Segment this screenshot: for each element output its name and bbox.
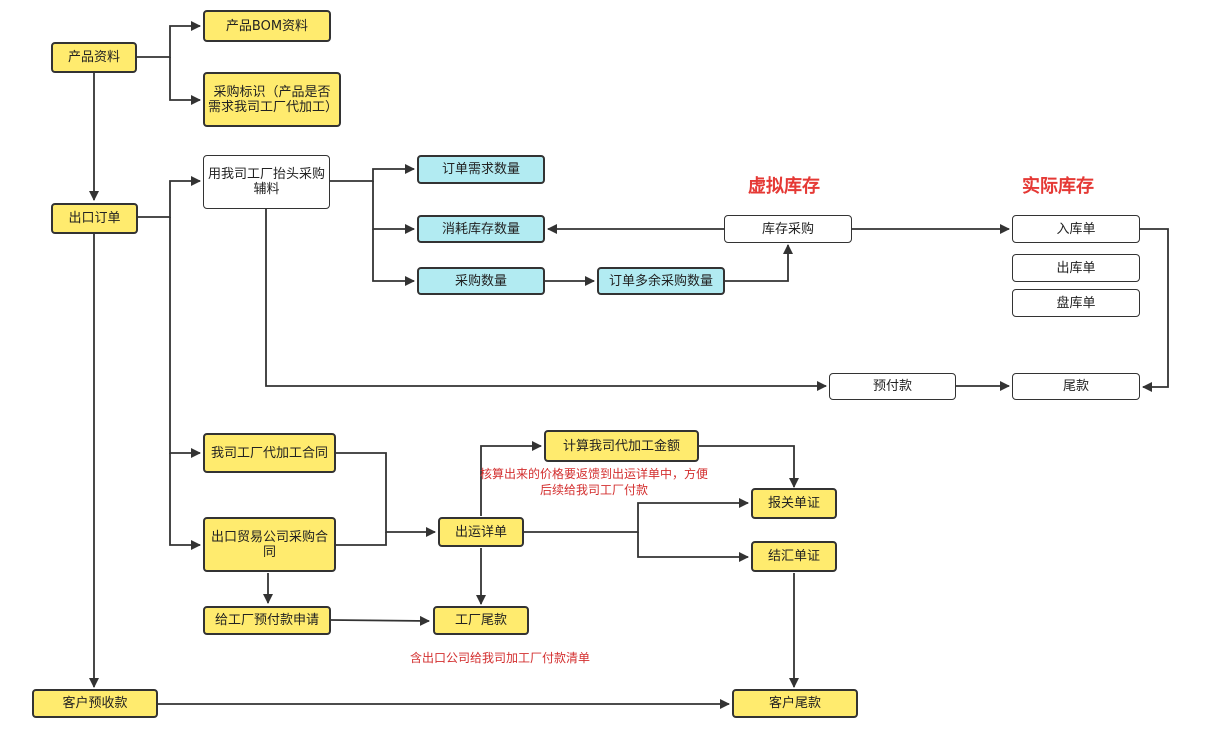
connector-fp-to-prepay xyxy=(265,209,827,391)
note-price-feedback: 核算出来的价格要返馈到出运详单中，方便后续给我司工厂付款 xyxy=(479,467,708,497)
node-stock-purchase[interactable]: 库存采购 xyxy=(724,215,852,243)
connector-fp-to-demand xyxy=(330,164,415,182)
connector-shipping-to-calc xyxy=(480,441,542,516)
node-purchase-qty[interactable]: 采购数量 xyxy=(417,267,545,295)
node-fx-docs[interactable]: 结汇单证 xyxy=(751,541,837,572)
connector-product-to-flag xyxy=(169,57,201,105)
connector-prepay-request-to-factory-balance xyxy=(330,615,430,626)
node-product-bom[interactable]: 产品BOM资料 xyxy=(203,10,331,42)
connector-trade-to-shipping xyxy=(336,532,387,546)
actual-stock-title: 实际库存 xyxy=(1022,176,1094,197)
connector-fp-to-purchase xyxy=(372,229,415,286)
node-product-info[interactable]: 产品资料 xyxy=(51,42,137,73)
node-factory-balance[interactable]: 工厂尾款 xyxy=(433,606,529,635)
connector-order-to-factory-purchase xyxy=(137,176,201,218)
node-customer-balance[interactable]: 客户尾款 xyxy=(732,689,858,718)
node-export-order[interactable]: 出口订单 xyxy=(51,203,138,234)
connector-shipping-to-customs xyxy=(524,498,749,533)
node-processing-contract[interactable]: 我司工厂代加工合同 xyxy=(203,433,336,473)
node-shipping-detail[interactable]: 出运详单 xyxy=(438,517,524,547)
node-calc-processing-amount[interactable]: 计算我司代加工金额 xyxy=(544,430,699,462)
connector-shipping-to-fx xyxy=(637,532,749,562)
connector-order-to-processing xyxy=(169,217,201,458)
node-consume-stock-qty[interactable]: 消耗库存数量 xyxy=(417,215,545,243)
virtual-stock-title: 虚拟库存 xyxy=(748,176,820,197)
connector-surplus-to-stock xyxy=(725,244,793,282)
node-order-surplus-qty[interactable]: 订单多余采购数量 xyxy=(597,267,725,295)
node-prepayment[interactable]: 预付款 xyxy=(829,373,956,400)
node-purchase-flag[interactable]: 采购标识（产品是否需求我司工厂代加工） xyxy=(203,72,341,127)
node-inventory-check[interactable]: 盘库单 xyxy=(1012,289,1140,317)
node-inbound[interactable]: 入库单 xyxy=(1012,215,1140,243)
node-outbound[interactable]: 出库单 xyxy=(1012,254,1140,282)
node-balance-payment[interactable]: 尾款 xyxy=(1012,373,1140,400)
node-factory-prepay-request[interactable]: 给工厂预付款申请 xyxy=(203,606,331,635)
node-order-demand-qty[interactable]: 订单需求数量 xyxy=(417,155,545,184)
connector-inbound-to-balance xyxy=(1140,228,1169,392)
note-payment-list: 含出口公司给我司加工厂付款清单 xyxy=(409,651,590,665)
connector-order-to-trade xyxy=(169,453,201,550)
connector-processing-to-shipping xyxy=(336,452,436,537)
connector-product-to-bom xyxy=(136,21,201,58)
node-factory-purchase[interactable]: 用我司工厂抬头采购辅料 xyxy=(203,155,330,209)
node-trade-purchase-contract[interactable]: 出口贸易公司采购合同 xyxy=(203,517,336,572)
node-customer-advance[interactable]: 客户预收款 xyxy=(32,689,158,718)
node-customs-docs[interactable]: 报关单证 xyxy=(751,488,837,519)
connector-fp-to-consume xyxy=(372,181,415,234)
connector-calc-to-customs xyxy=(699,445,799,488)
